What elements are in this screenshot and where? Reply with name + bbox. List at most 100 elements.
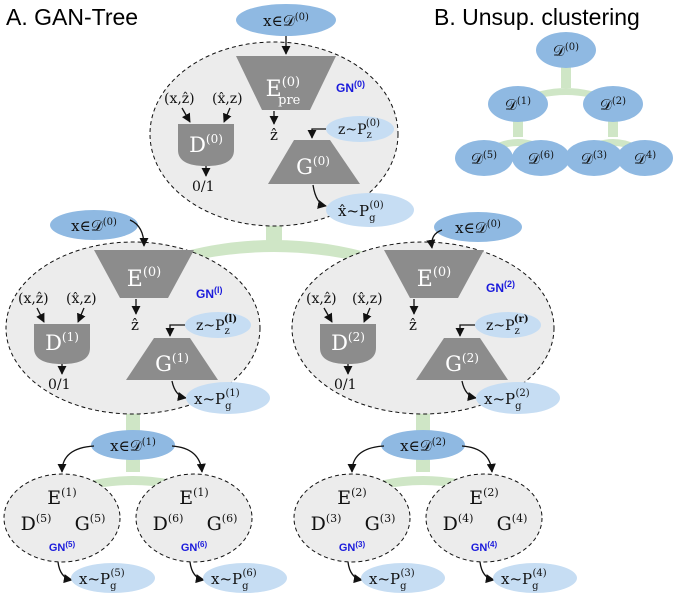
svg-text:G(2): G(2) <box>445 351 479 376</box>
gn0-encoder: E(0)pre <box>236 56 336 110</box>
svg-text:E(1): E(1) <box>47 486 76 509</box>
panel-b-title: B. Unsup. clustering <box>434 4 640 30</box>
panel-a-title: A. GAN-Tree <box>6 4 138 30</box>
leaf5-gn-label: GN(5) <box>49 540 76 554</box>
svg-text:E(0)pre: E(0)pre <box>266 75 301 108</box>
gn0-input-bubble: x∈𝒟(0) <box>236 4 336 36</box>
gn0-disc-input-fake: (x̂,z) <box>212 91 243 107</box>
tree-connector-root <box>150 222 398 272</box>
svg-text:x̂~Pg(0): x̂~Pg(0) <box>338 200 384 224</box>
svg-text:E(1): E(1) <box>179 486 208 509</box>
gn1-input-bubble: x∈𝒟(0) <box>50 210 138 240</box>
svg-text:z~Pz(0): z~Pz(0) <box>338 118 380 141</box>
gn2-generator: G(2) <box>416 338 508 380</box>
svg-text:G(5): G(5) <box>75 512 106 535</box>
gn1-prior-bubble: z~Pz(l) <box>185 312 251 338</box>
gn0-disc-output: 0/1 <box>192 179 215 195</box>
svg-text:x~Pg(5): x~Pg(5) <box>79 568 125 592</box>
svg-text:𝒟(3): 𝒟(3) <box>581 150 607 168</box>
cluster-node-2: 𝒟(2) <box>583 86 643 122</box>
leaf4-gn-label: GN(4) <box>471 540 498 554</box>
gan-node-1: x∈𝒟(0) E(0) GN(l) ẑ (x,ẑ) (x̂,z) D(1) 0/… <box>5 210 270 415</box>
gn0-prior-bubble: z~Pz(0) <box>326 116 394 142</box>
gn0-discriminator: D(0) <box>178 124 234 166</box>
gn1-zhat: ẑ <box>131 316 139 334</box>
svg-text:𝒟(0): 𝒟(0) <box>553 42 579 60</box>
svg-text:x~Pg(4): x~Pg(4) <box>501 568 547 592</box>
svg-text:E(2): E(2) <box>337 486 366 509</box>
svg-text:𝒟(2): 𝒟(2) <box>600 96 626 114</box>
gn1-output-bubble: x~Pg(1) <box>186 382 270 414</box>
split-input-left: x∈𝒟(1) <box>91 430 175 460</box>
gn1-discriminator: D(1) <box>34 324 90 364</box>
leaf3-gn-label: GN(3) <box>339 540 366 554</box>
leaf-output-3: x~Pg(3) <box>361 563 445 593</box>
cluster-node-3: 𝒟(3) <box>565 140 623 176</box>
svg-text:x∈𝒟(0): x∈𝒟(0) <box>71 217 117 235</box>
leaf-node-4: E(2) D(4) G(4) GN(4) <box>425 473 543 563</box>
gn1-label: GN(l) <box>196 285 223 301</box>
gn1-disc-input-fake: (x̂,z) <box>66 291 97 307</box>
cluster-node-1: 𝒟(1) <box>488 86 548 122</box>
leaf-output-4: x~Pg(4) <box>493 563 577 593</box>
leaf-node-5: E(1) D(5) G(5) GN(5) <box>3 473 121 563</box>
svg-text:𝒟(6): 𝒟(6) <box>528 150 554 168</box>
svg-text:x∈𝒟(2): x∈𝒟(2) <box>400 437 446 455</box>
gn1-disc-output: 0/1 <box>48 377 71 393</box>
leaf-output-5: x~Pg(5) <box>71 563 155 593</box>
svg-text:𝒟(5): 𝒟(5) <box>471 150 497 168</box>
gn2-disc-input-real: (x,ẑ) <box>306 291 337 307</box>
svg-text:D(0): D(0) <box>189 132 223 157</box>
svg-text:G(1): G(1) <box>155 351 189 376</box>
gn0-label: GN(0) <box>336 79 365 95</box>
svg-text:x∈𝒟(1): x∈𝒟(1) <box>110 437 156 455</box>
cluster-node-6: 𝒟(6) <box>512 140 570 176</box>
gn1-disc-input-real: (x,ẑ) <box>18 291 49 307</box>
gn0-zhat: ẑ <box>270 126 278 144</box>
gan-node-2: x∈𝒟(0) E(0) GN(2) ẑ (x,ẑ) (x̂,z) D(2) 0/… <box>291 212 560 415</box>
leaf-node-6: E(1) D(6) G(6) GN(6) <box>135 473 253 563</box>
gan-node-0: x∈𝒟(0) E(0)pre GN(0) ẑ (x,ẑ) (x̂,z) D(0)… <box>149 4 414 227</box>
gn2-label: GN(2) <box>486 279 515 295</box>
cluster-node-5: 𝒟(5) <box>455 140 513 176</box>
cluster-node-4: 𝒟4) <box>617 140 673 176</box>
svg-text:E(2): E(2) <box>469 486 498 509</box>
svg-text:x~Pg(6): x~Pg(6) <box>211 568 257 592</box>
leaf-node-3: E(2) D(3) G(3) GN(3) <box>293 473 411 563</box>
gn0-output-bubble: x̂~Pg(0) <box>326 193 414 227</box>
gn2-disc-input-fake: (x̂,z) <box>352 291 383 307</box>
svg-text:G(4): G(4) <box>497 512 528 535</box>
svg-text:D(3): D(3) <box>311 512 342 535</box>
gn2-input-bubble: x∈𝒟(0) <box>434 212 522 242</box>
leaf-output-6: x~Pg(6) <box>203 563 287 593</box>
svg-text:x∈𝒟(0): x∈𝒟(0) <box>455 219 501 237</box>
svg-text:G(3): G(3) <box>365 512 396 535</box>
svg-text:x~Pg(2): x~Pg(2) <box>484 388 530 412</box>
svg-text:E(0): E(0) <box>127 265 161 292</box>
gn1-encoder: E(0) <box>94 250 194 298</box>
svg-text:D(1): D(1) <box>45 330 79 355</box>
gn2-output-bubble: x~Pg(2) <box>476 382 560 414</box>
gn2-encoder: E(0) <box>384 250 484 298</box>
gn2-disc-output: 0/1 <box>334 377 357 393</box>
gn0-disc-input-real: (x,ẑ) <box>164 91 195 107</box>
cluster-node-0: 𝒟(0) <box>536 32 596 68</box>
gn0-input-label: x∈𝒟(0) <box>263 12 309 30</box>
split-input-right: x∈𝒟(2) <box>381 430 465 460</box>
svg-text:z~Pz(l): z~Pz(l) <box>196 314 237 337</box>
svg-text:𝒟4): 𝒟4) <box>634 150 656 168</box>
gn2-zhat: ẑ <box>409 316 417 334</box>
svg-text:D(6): D(6) <box>153 512 184 535</box>
svg-text:D(4): D(4) <box>443 512 474 535</box>
gn2-discriminator: D(2) <box>320 324 376 364</box>
svg-text:𝒟(1): 𝒟(1) <box>505 96 531 114</box>
svg-text:x~Pg(3): x~Pg(3) <box>369 568 415 592</box>
gn0-generator: G(0) <box>268 140 360 184</box>
svg-text:z~Pz(r): z~Pz(r) <box>486 314 529 337</box>
svg-text:G(0): G(0) <box>296 154 330 179</box>
leaf6-gn-label: GN(6) <box>181 540 208 554</box>
gn1-generator: G(1) <box>126 338 218 380</box>
gn2-prior-bubble: z~Pz(r) <box>475 312 541 338</box>
svg-text:D(5): D(5) <box>21 512 52 535</box>
